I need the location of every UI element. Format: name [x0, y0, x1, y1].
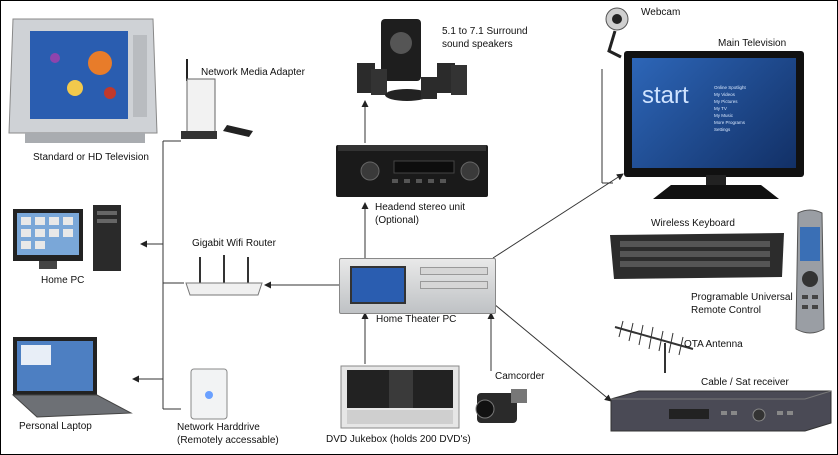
htpc-screen [350, 266, 406, 304]
speakers-label-line2: sound speakers [442, 39, 513, 50]
headend-label-line2: (Optional) [375, 215, 419, 226]
universal-remote-image [795, 209, 825, 334]
surround-speakers-image [357, 19, 467, 101]
camcorder-label: Camcorder [495, 371, 545, 382]
tv-menu-item: My Pictures [714, 99, 738, 104]
tv-menu: Online Spotlight My Videos My Pictures M… [714, 84, 746, 133]
cable-sat-receiver-image [610, 390, 832, 432]
speakers-label-line1: 5.1 to 7.1 Surround [442, 26, 528, 37]
home-pc-image [13, 205, 121, 271]
tv-menu-item: My TV [714, 106, 727, 111]
router-image [185, 255, 263, 296]
router-label: Gigabit Wifi Router [192, 238, 276, 249]
home-pc-label: Home PC [41, 275, 85, 286]
wireless-keyboard-image [610, 233, 784, 279]
tv-start-text: start [642, 82, 689, 109]
dvd-jukebox-image [340, 365, 460, 429]
htpc-image [339, 258, 496, 314]
webcam-image [605, 7, 629, 59]
main-tv-label: Main Television [718, 38, 787, 49]
receiver-label: Cable / Sat receiver [701, 377, 789, 388]
main-tv-stand [653, 175, 779, 199]
remote-label-line2: Remote Control [691, 305, 762, 316]
media-adapter-label: Network Media Adapter [201, 67, 305, 78]
harddrive-label-line1: Network Harddrive [177, 422, 260, 433]
laptop-label: Personal Laptop [19, 421, 92, 432]
ota-antenna-image [614, 320, 694, 373]
main-tv-bezel: start Online Spotlight My Videos My Pict… [624, 51, 804, 177]
remote-label-line1: Programable Universal [691, 292, 793, 303]
main-tv-screen: start Online Spotlight My Videos My Pict… [632, 58, 796, 168]
network-media-adapter-image [181, 59, 253, 139]
harddrive-label-line2: (Remotely accessable) [177, 435, 279, 446]
tv-menu-item: My Music [714, 113, 733, 118]
tv-menu-item: My Videos [714, 92, 735, 97]
antenna-label: OTA Antenna [684, 339, 743, 350]
keyboard-label: Wireless Keyboard [651, 218, 735, 229]
standard-tv-label: Standard or HD Television [33, 152, 149, 163]
standard-tv-image [8, 18, 158, 143]
headend-stereo-image [336, 145, 488, 197]
tv-menu-item: Settings [714, 127, 731, 132]
network-harddrive-image [190, 368, 228, 420]
htpc-label: Home Theater PC [376, 314, 457, 325]
personal-laptop-image [11, 337, 133, 418]
tv-menu-item: More Programs [714, 120, 746, 125]
webcam-label: Webcam [641, 7, 681, 18]
jukebox-label: DVD Jukebox (holds 200 DVD's) [326, 434, 471, 445]
camcorder-image [475, 389, 527, 423]
tv-menu-item: Online Spotlight [714, 85, 746, 90]
headend-label-line1: Headend stereo unit [375, 202, 466, 213]
